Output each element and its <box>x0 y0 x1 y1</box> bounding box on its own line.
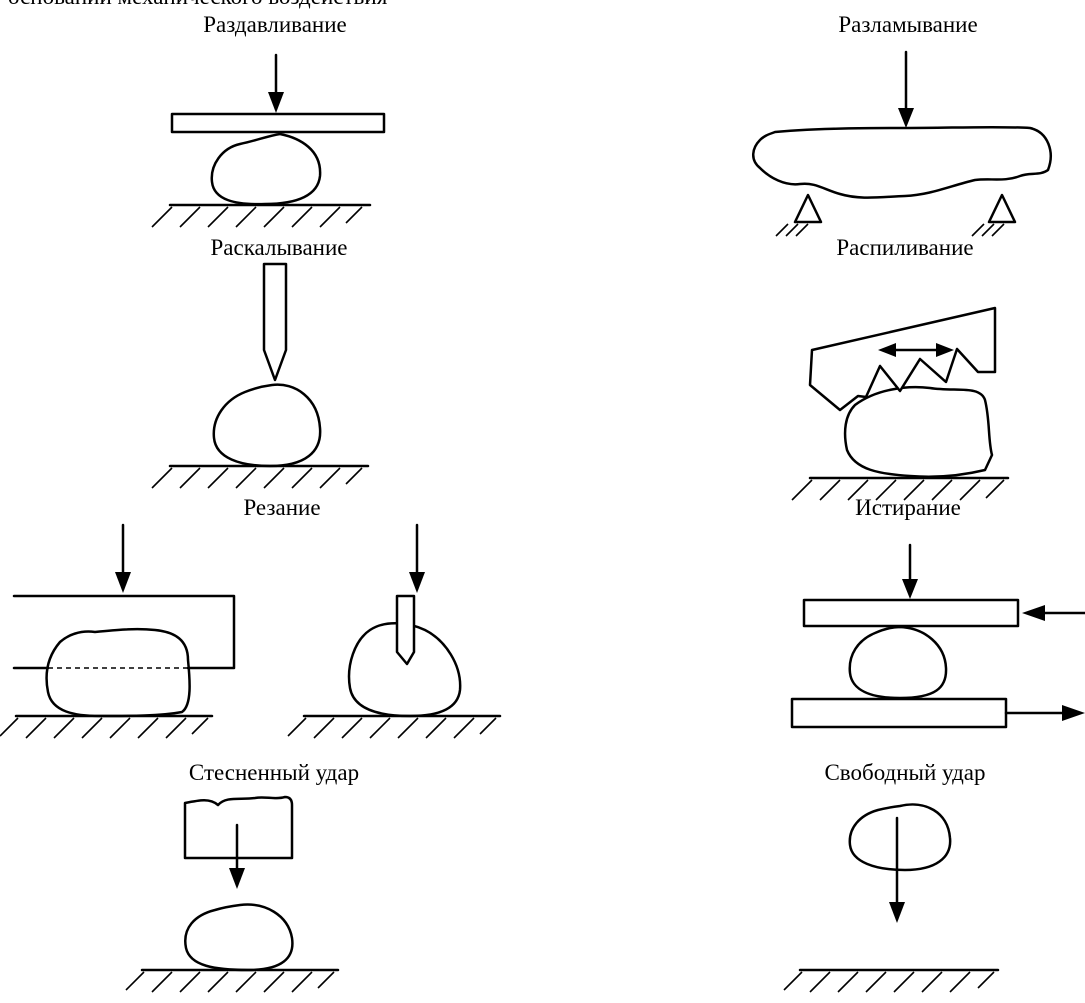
cutting-block <box>12 594 236 670</box>
ground <box>151 464 370 489</box>
arrow-head <box>1022 605 1045 621</box>
arrow-head <box>898 108 914 128</box>
crushing-panel: Раздавливание <box>151 12 386 228</box>
confined-impact-panel: Стесненный удар <box>125 760 359 993</box>
hammer-block <box>183 795 294 860</box>
ground <box>151 203 372 228</box>
arrow-head <box>115 572 131 593</box>
press-plate <box>170 112 386 134</box>
ground <box>287 714 502 739</box>
abrasion-panel: Истирание <box>790 495 1085 729</box>
sawing-panel: Распиливание <box>791 235 1010 501</box>
splitting-panel: Раскалывание <box>151 235 370 489</box>
cutting-panel: Резание <box>0 495 502 739</box>
ground <box>0 714 214 739</box>
arrow-head <box>1062 705 1085 721</box>
rock <box>212 383 322 468</box>
arrow-head <box>902 579 918 599</box>
confined-impact-label: Стесненный удар <box>189 760 359 785</box>
rock <box>848 803 952 872</box>
rock <box>843 385 994 478</box>
arrow-head <box>409 572 425 593</box>
rock <box>347 622 462 718</box>
breaking-label: Разламывание <box>838 12 977 37</box>
ground <box>125 968 340 993</box>
slab <box>752 125 1052 199</box>
saw-blade <box>808 306 997 412</box>
rock <box>184 903 294 972</box>
arrow-head <box>889 902 905 923</box>
free-impact-label: Свободный удар <box>824 760 985 785</box>
crushing-label: Раздавливание <box>203 12 347 37</box>
wedge <box>262 262 288 382</box>
left-support <box>775 193 823 237</box>
sawing-label: Распиливание <box>836 235 973 260</box>
abrasion-label: Истирание <box>855 495 961 520</box>
knife <box>395 594 416 666</box>
arrow-head <box>229 868 245 889</box>
right-support <box>971 193 1017 237</box>
double-arrow <box>878 343 954 357</box>
breaking-panel: Разламывание <box>752 12 1052 237</box>
rock <box>210 132 322 206</box>
free-impact-panel: Свободный удар <box>783 760 1000 993</box>
arrow-head <box>268 92 284 113</box>
ground <box>783 968 1000 993</box>
splitting-label: Раскалывание <box>211 235 348 260</box>
ground <box>791 476 1010 501</box>
rock <box>45 627 191 718</box>
lower-plate <box>790 697 1008 729</box>
upper-plate <box>802 598 1020 628</box>
header-fragment: основании механического воздействия <box>8 0 388 9</box>
cutting-label: Резание <box>243 495 320 520</box>
rock <box>848 625 948 700</box>
